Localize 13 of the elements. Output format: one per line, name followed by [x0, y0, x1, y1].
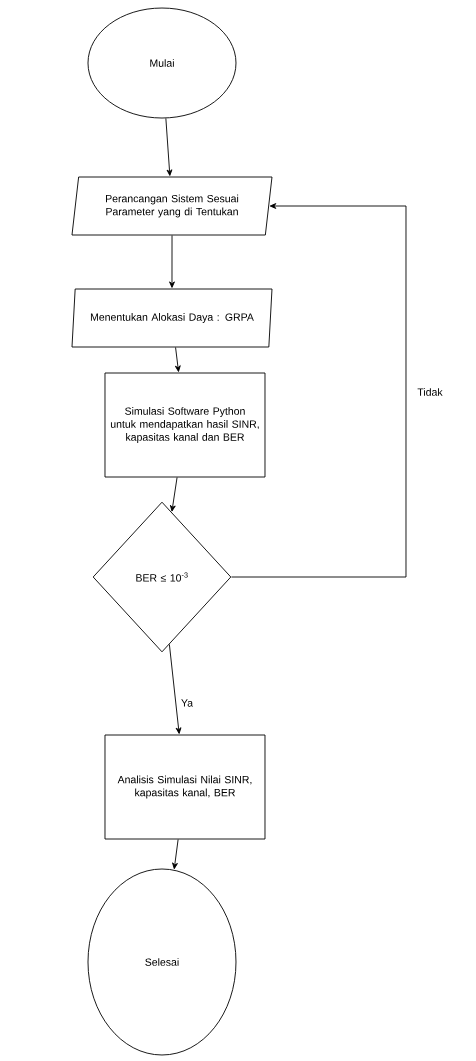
process-box: Simulasi Software Python untuk mendapatkan hasil SINR, kapasitas kanal dan BER	[104, 372, 266, 478]
arrow	[169, 235, 175, 288]
edge-label: Tidak	[416, 387, 444, 397]
io-parallelogram: Perancangan Sistem Sesuai Parameter yang di Tentukan	[71, 176, 273, 236]
arrow	[172, 839, 179, 870]
arrow	[165, 117, 173, 176]
arrow	[168, 644, 182, 734]
arrow	[174, 347, 181, 372]
edge-label: Ya	[179, 698, 195, 708]
process-box: Analisis Simulasi Nilai SINR, kapasitas kanal, BER	[104, 734, 266, 840]
arrow	[231, 203, 407, 578]
io-parallelogram: Menentukan Alokasi Daya : GRPA	[71, 288, 273, 348]
arrow	[169, 477, 178, 512]
